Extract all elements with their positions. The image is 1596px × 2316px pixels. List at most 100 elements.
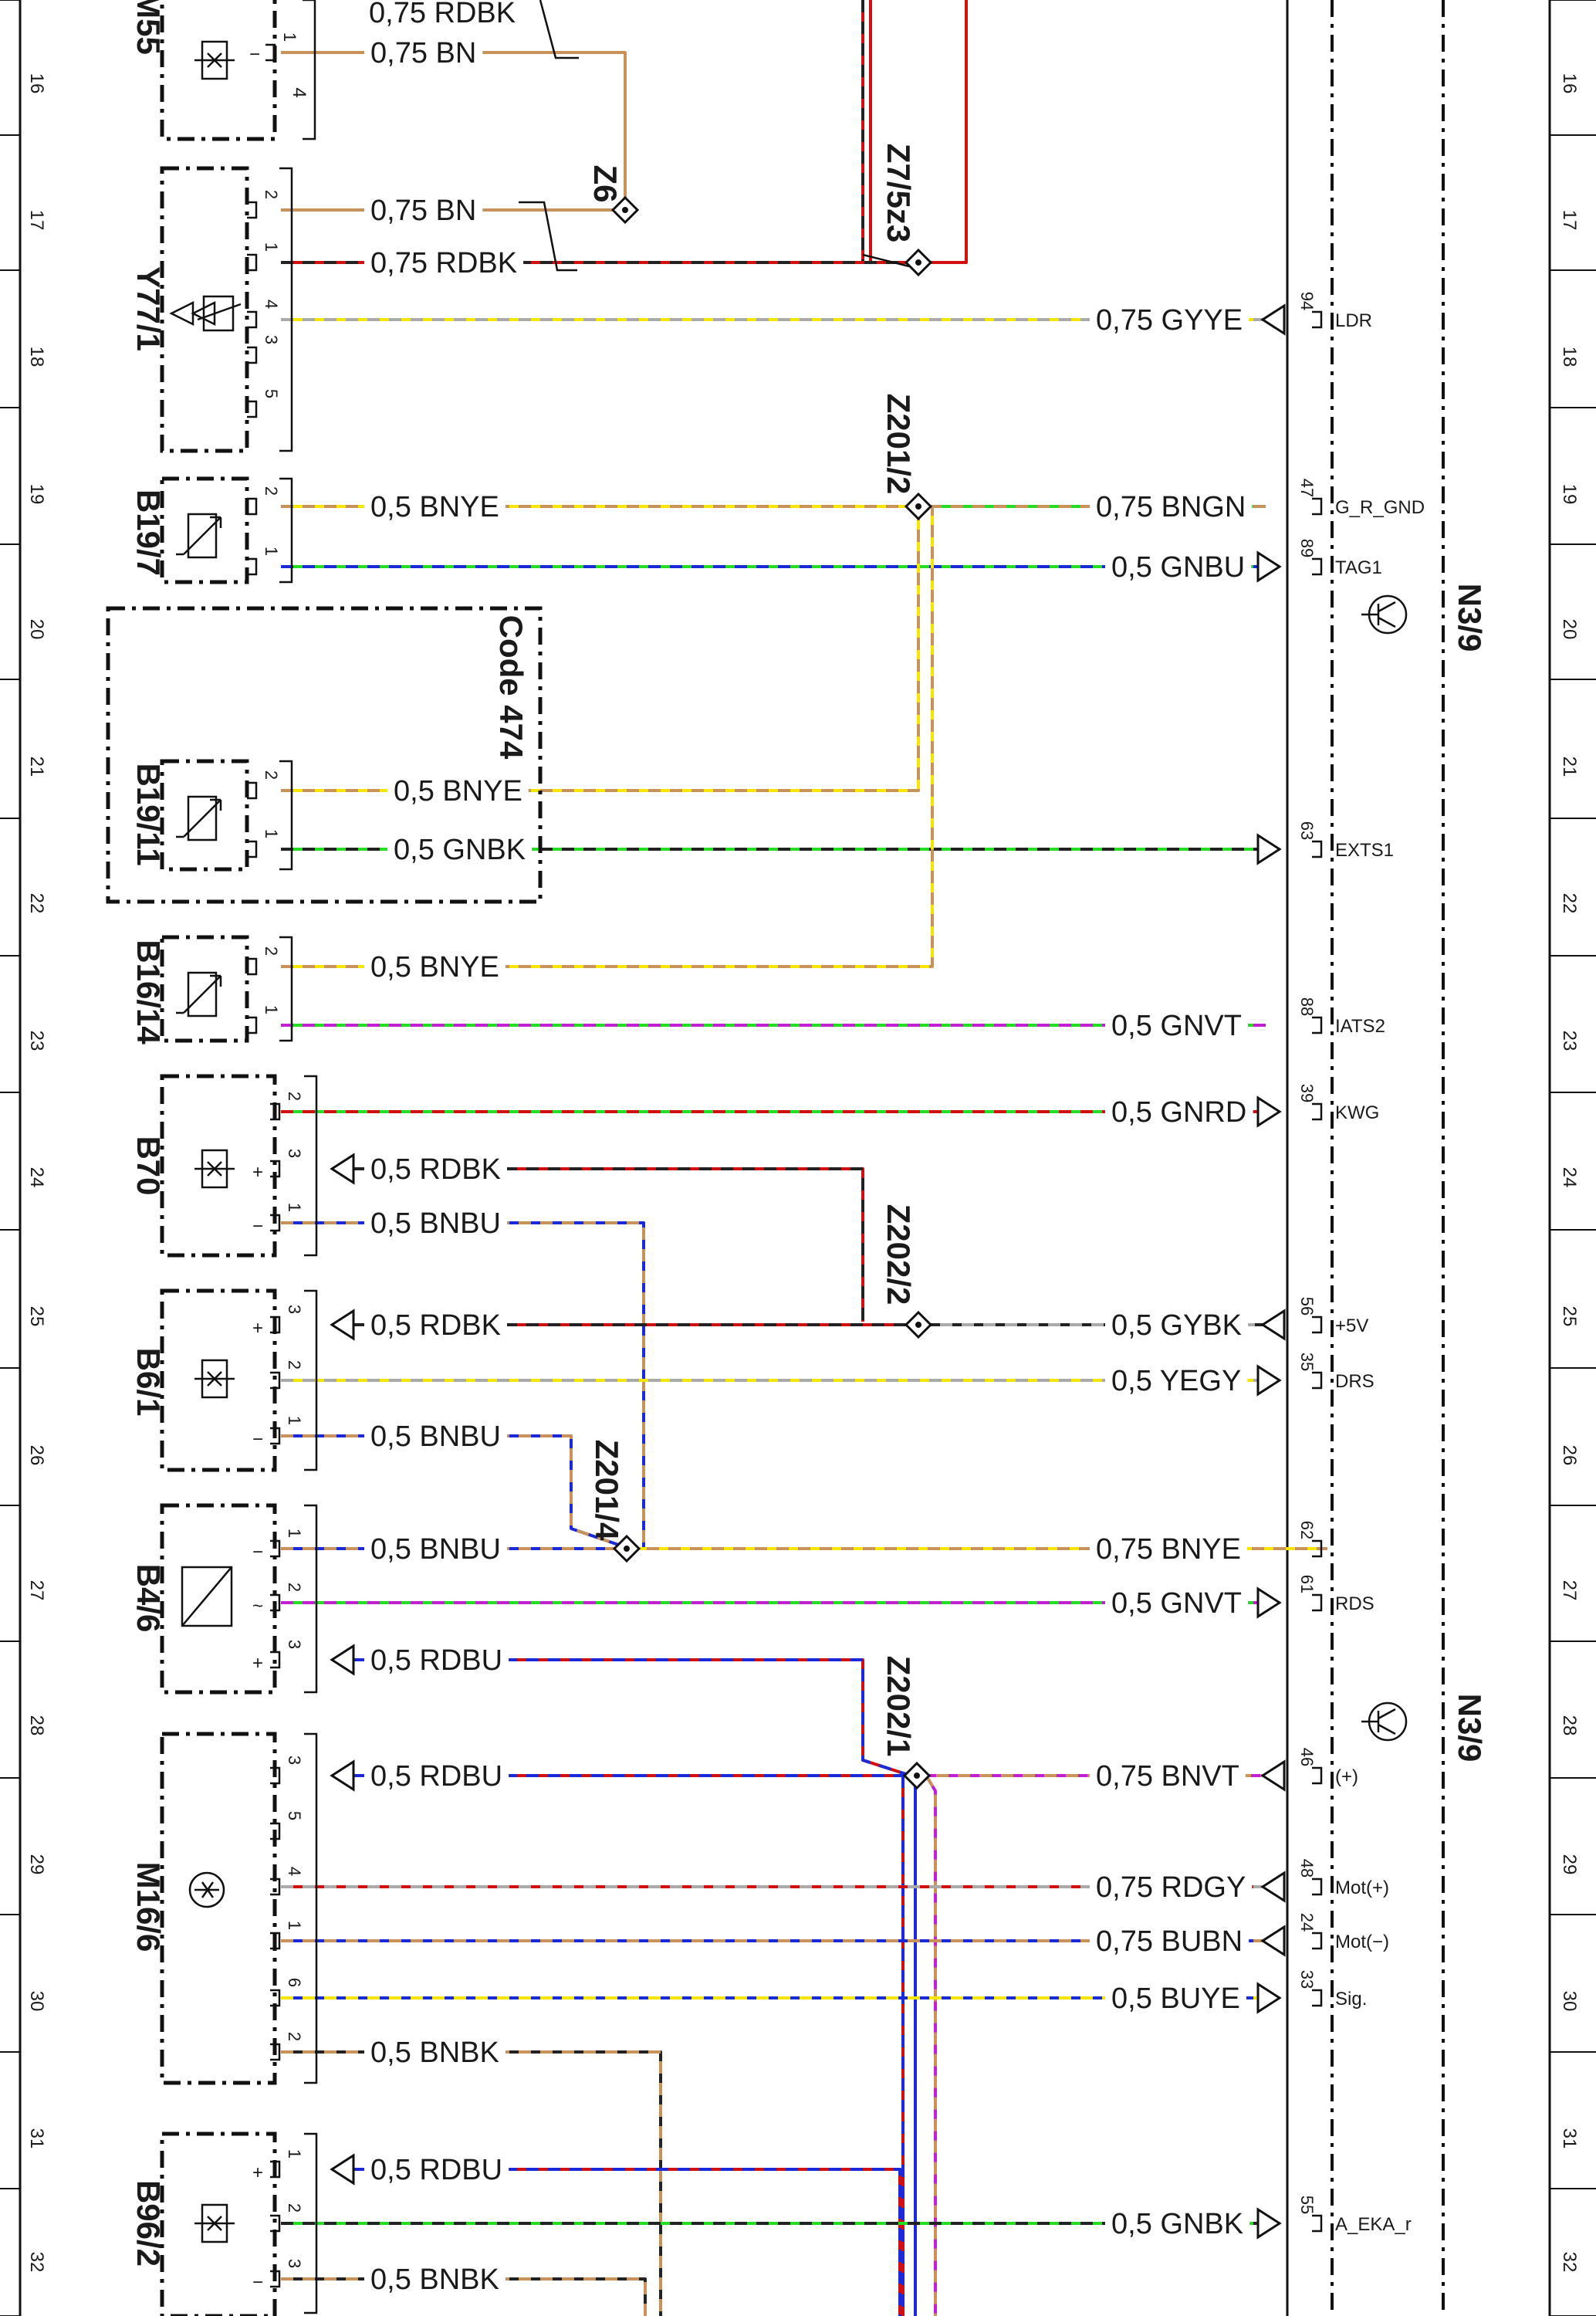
- unit-signal-name: LDR: [1335, 310, 1372, 331]
- wire-label: 0,5 RDBU: [370, 1760, 502, 1793]
- wire-label: 0,5 BNYE: [370, 491, 499, 523]
- row-number-left: 21: [26, 757, 47, 777]
- bracket-b19-7: [279, 477, 293, 584]
- unit-pin-socket: [1312, 1766, 1323, 1785]
- bracket-y77: [279, 167, 293, 452]
- b6-1-pin-number: 1: [285, 1416, 304, 1425]
- row-number-right: 25: [1559, 1306, 1580, 1327]
- row-number-left: 16: [26, 73, 47, 94]
- row-number-left: 32: [26, 2252, 47, 2273]
- b16-14-pin: [247, 1016, 258, 1034]
- pressure-sensor-diagonal: [181, 1566, 232, 1627]
- component-b19-7: [160, 476, 249, 584]
- row-number-left: 18: [26, 347, 47, 367]
- splice-label-z202-1: Z202/1: [881, 1656, 917, 1757]
- wire-b4-6-rdbu-stripe: [332, 1658, 911, 1777]
- control-unit-label-lower: N3/9: [1452, 1694, 1488, 1762]
- wire-b19-11-bnye: [281, 506, 920, 792]
- splice-label-z202-2: Z202/2: [881, 1204, 917, 1305]
- polarity-mark: −: [252, 1216, 263, 1237]
- arrow-out-icon: [1256, 550, 1282, 583]
- unit-pin-number: 47: [1297, 479, 1317, 497]
- component-b16-14: [160, 935, 249, 1043]
- row-number-right: 19: [1559, 484, 1580, 505]
- row-number-right: 27: [1559, 1580, 1580, 1601]
- unit-pin-socket: [1312, 1315, 1323, 1334]
- y77-pin-number: 3: [262, 335, 281, 344]
- row-number-left: 25: [26, 1306, 47, 1327]
- arrow-in-icon: [1260, 1759, 1286, 1792]
- m16-6-pin-number: 3: [285, 1756, 304, 1765]
- polarity-mark: ~: [252, 1596, 263, 1617]
- component-b19-11: [160, 759, 249, 872]
- b70-pin-number: 2: [285, 1092, 304, 1101]
- wire-b70-rdbk-stripe: [332, 1167, 864, 1322]
- unit-pin-number: 33: [1297, 1970, 1317, 1989]
- bracket-b19-11: [279, 760, 293, 871]
- wire-label: 0,5 GNBK: [394, 834, 526, 866]
- wire-label: 0,5 GYBK: [1111, 1309, 1242, 1342]
- b19-7-pin: [247, 557, 258, 576]
- component-b6-1: [160, 1288, 277, 1472]
- wire-label: 0,5 BNYE: [394, 775, 522, 808]
- b70-pin: [270, 1214, 281, 1232]
- component-b4-6: [160, 1503, 277, 1695]
- wire-label: 0,5 BUYE: [1111, 1982, 1240, 2015]
- transistor-icon-body: [1361, 601, 1396, 628]
- component-label-b19-11: B19/11: [130, 763, 167, 865]
- b19-11-pin: [247, 781, 258, 800]
- unit-signal-name: TAG1: [1335, 557, 1382, 578]
- wire-label: 0,5 RDBU: [370, 2154, 502, 2186]
- row-number-left: 29: [26, 1854, 47, 1875]
- row-number-right: 21: [1559, 757, 1580, 777]
- row-number-left: 26: [26, 1445, 47, 1466]
- unit-pin-socket: [1312, 840, 1323, 858]
- splice-z6-dot: [622, 207, 628, 213]
- wire-b16-14-bnye-stripe: [281, 506, 934, 968]
- b70-pin-number: 1: [285, 1203, 304, 1212]
- resistor-icon-b96-2-mark: [194, 2216, 235, 2231]
- unit-pin-socket: [1312, 497, 1323, 516]
- row-number-left: 24: [26, 1167, 47, 1188]
- y77-pin: [247, 400, 258, 418]
- b19-7-pin: [247, 497, 258, 516]
- y77-pin-number: 4: [262, 300, 281, 309]
- wire-label: 0,75 BN: [370, 37, 476, 69]
- b19-11-pin-number: 1: [262, 829, 281, 838]
- b70-pin-number: 3: [285, 1149, 304, 1158]
- wire-b96-2-bnbk-stripe: [281, 2277, 647, 2316]
- row-number-right: 30: [1559, 1991, 1580, 2012]
- m16-6-pin: [270, 1989, 281, 2007]
- unit-pin-socket: [1312, 1989, 1323, 2007]
- m16-6-pin: [270, 2043, 281, 2061]
- b4-6-pin-number: 2: [285, 1583, 304, 1592]
- component-b96-2: [160, 2131, 277, 2316]
- component-m16-6: [160, 1732, 277, 2085]
- row-number-left: 17: [26, 210, 47, 231]
- b4-6-pin: [270, 1539, 281, 1558]
- splices: [610, 195, 933, 1790]
- wire-label: 0,75 BUBN: [1096, 1925, 1243, 1958]
- row-number-left: 31: [26, 2128, 47, 2149]
- row-number-left: 23: [26, 1031, 47, 1051]
- leader-y77: [519, 201, 577, 272]
- wire-b96-2-rdbu-stripe: [332, 2168, 901, 2316]
- wire-label: 0,5 GNBU: [1111, 551, 1245, 584]
- wire-label: 0,5 RDBU: [370, 1644, 502, 1677]
- component-label-b6-1: B6/1: [130, 1348, 167, 1417]
- splice-z202-2-dot: [915, 1322, 921, 1328]
- wire-label: 0,75 BNVT: [1096, 1760, 1239, 1793]
- b6-1-pin: [270, 1371, 281, 1390]
- y77-pin-number: 5: [262, 389, 281, 398]
- solenoid-coil-slash: [197, 303, 242, 321]
- b6-1-pin: [270, 1427, 281, 1445]
- polarity-mark: +: [252, 1162, 263, 1183]
- m16-6-pin: [270, 1878, 281, 1896]
- b4-6-pin-number: 3: [285, 1640, 304, 1649]
- unit-pin-socket: [1312, 1102, 1323, 1121]
- unit-signal-name: Mot(+): [1335, 1878, 1389, 1898]
- bracket-b6-1: [304, 1289, 318, 1471]
- unit-pin-number: 89: [1297, 539, 1317, 557]
- row-number-left: 28: [26, 1715, 47, 1736]
